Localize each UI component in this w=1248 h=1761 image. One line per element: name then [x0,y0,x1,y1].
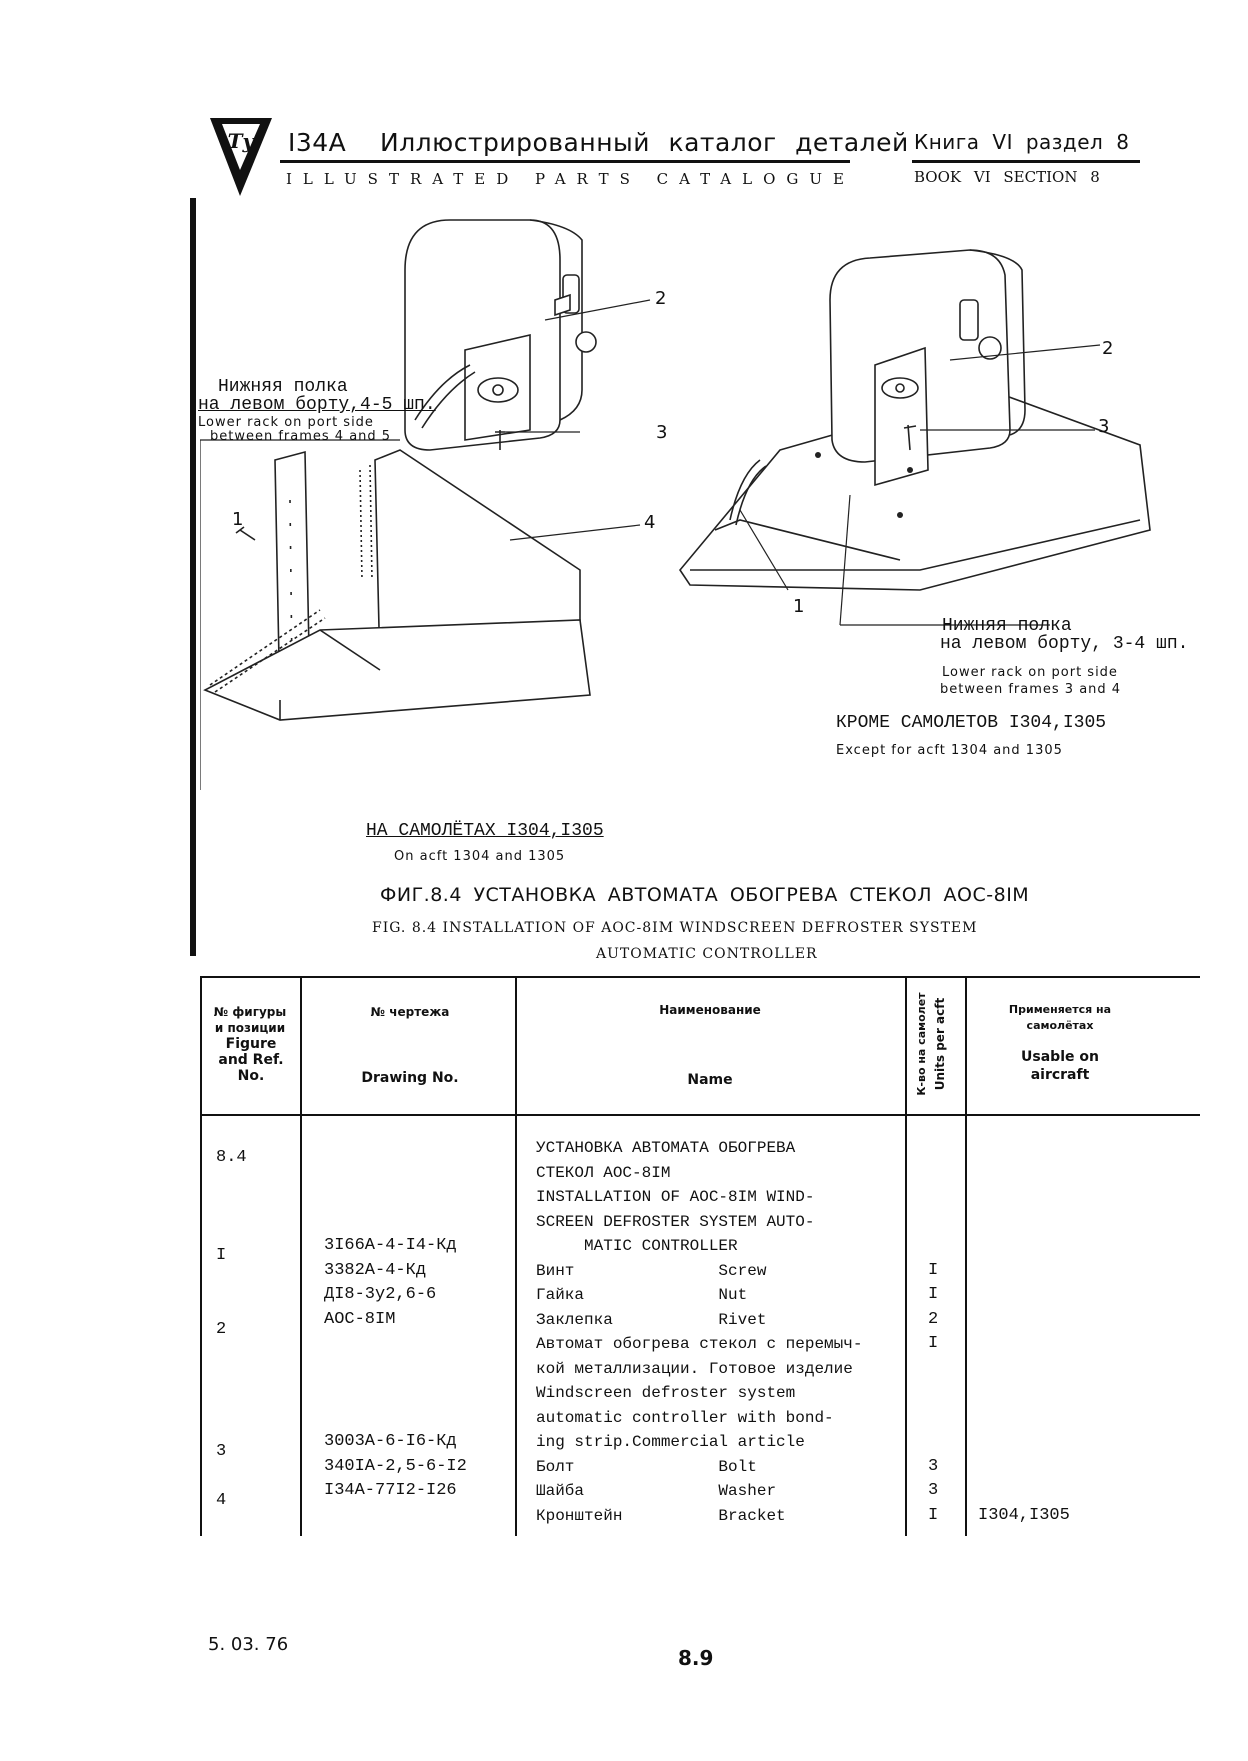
catalog-title-en: ILLUSTRATED PARTS CATALOGUE [286,170,855,188]
margin-bar [190,198,196,956]
book-section-en: BOOK VI SECTION 8 [914,168,1100,186]
page-number: 8.9 [678,1646,714,1670]
parts-table: № фигуры и позиции Figure and Ref. No. №… [200,976,1200,1536]
left-rack-label-ru-1: Нижняя полка [218,377,348,397]
col-units-header: К-во на самолет Units per acft [906,978,965,1114]
model-code: I34A [288,128,347,157]
callout-1-left: 1 [232,509,244,530]
col-usable-header-ru: Применяется на самолётах [1008,1003,1112,1032]
right-illustration [679,249,1151,626]
right-rack-label-ru-2: на левом борту, 3-4 шп. [940,634,1189,654]
left-illustration [200,219,651,790]
col-units-header-en: Units per acft [933,997,947,1091]
footer-date: 5. 03. 76 [208,1634,289,1655]
callout-1-right: 1 [793,596,805,617]
units-column: I I 2 I 3 3 I [928,1260,939,1525]
figure-caption-ru: ФИГ.8.4 УСТАНОВКА АВТОМАТА ОБОГРЕВА СТЕК… [380,884,1030,906]
callout-3-right: 3 [1098,416,1110,437]
name-column: УСТАНОВКА АВТОМАТА ОБОГРЕВА СТЕКОЛ АОС-8… [536,1139,863,1525]
callout-2-right: 2 [1102,338,1114,359]
col-units-header-ru: К-во на самолет [915,992,928,1096]
catalog-title-ru: Иллюстрированный каталог деталей [380,128,909,157]
left-rack-label-en-1: Lower rack on port side [198,415,374,430]
col-drawing-header-en: Drawing No. [361,1070,459,1086]
left-rack-label-en-2: between frames 4 and 5 [210,429,392,444]
svg-text:Ту: Ту [228,129,256,153]
right-rack-label-en-2: between frames 3 and 4 [940,682,1122,697]
callout-3-left: 3 [656,422,668,443]
drawing-no-column: 3I66A-4-I4-Кд 3382А-4-Кд ДI8-3у2,6-6 AOC… [324,1236,467,1500]
left-applicability-en: On acft 1304 and 1305 [394,849,566,864]
header-rule [280,160,850,163]
tu-logo-icon: Ту [210,118,272,196]
col-fig-header-en: Figure and Ref. No. [218,1036,284,1084]
logo: Ту [210,118,272,196]
book-section-ru: Книга VI раздел 8 [914,130,1130,154]
col-drawing-header-ru: № чертежа [370,1005,450,1019]
right-rack-label-en-1: Lower rack on port side [942,665,1118,680]
col-name-header-ru: Наименование [659,1003,761,1017]
right-rack-label-ru-1: Нижняя полка [942,616,1072,636]
callout-2-left: 2 [655,288,667,309]
right-applicability-en: Except for acft 1304 and 1305 [836,743,1063,758]
book-rule [912,160,1140,163]
callout-4-left: 4 [644,512,656,533]
col-usable-header-en: Usable on aircraft [1021,1049,1099,1083]
right-applicability-ru: КРОМЕ САМОЛЕТОВ I304,I305 [836,713,1107,733]
figure-caption-en-1: FIG. 8.4 INSTALLATION OF AOC-8IM WINDSCR… [372,920,978,936]
fig-ref-column: 8.4 I 2 3 4 [216,1148,247,1510]
usable-column: I304,I305 [978,1505,1070,1525]
figure-caption-en-2: AUTOMATIC CONTROLLER [596,946,818,962]
col-name-header-en: Name [687,1072,733,1088]
col-fig-header-ru: № фигуры и позиции [213,1005,287,1035]
left-applicability-ru: НА САМОЛЁТАХ I304,I305 [366,821,604,841]
left-rack-label-ru-2: на левом борту,4-5 шп. [198,395,436,415]
